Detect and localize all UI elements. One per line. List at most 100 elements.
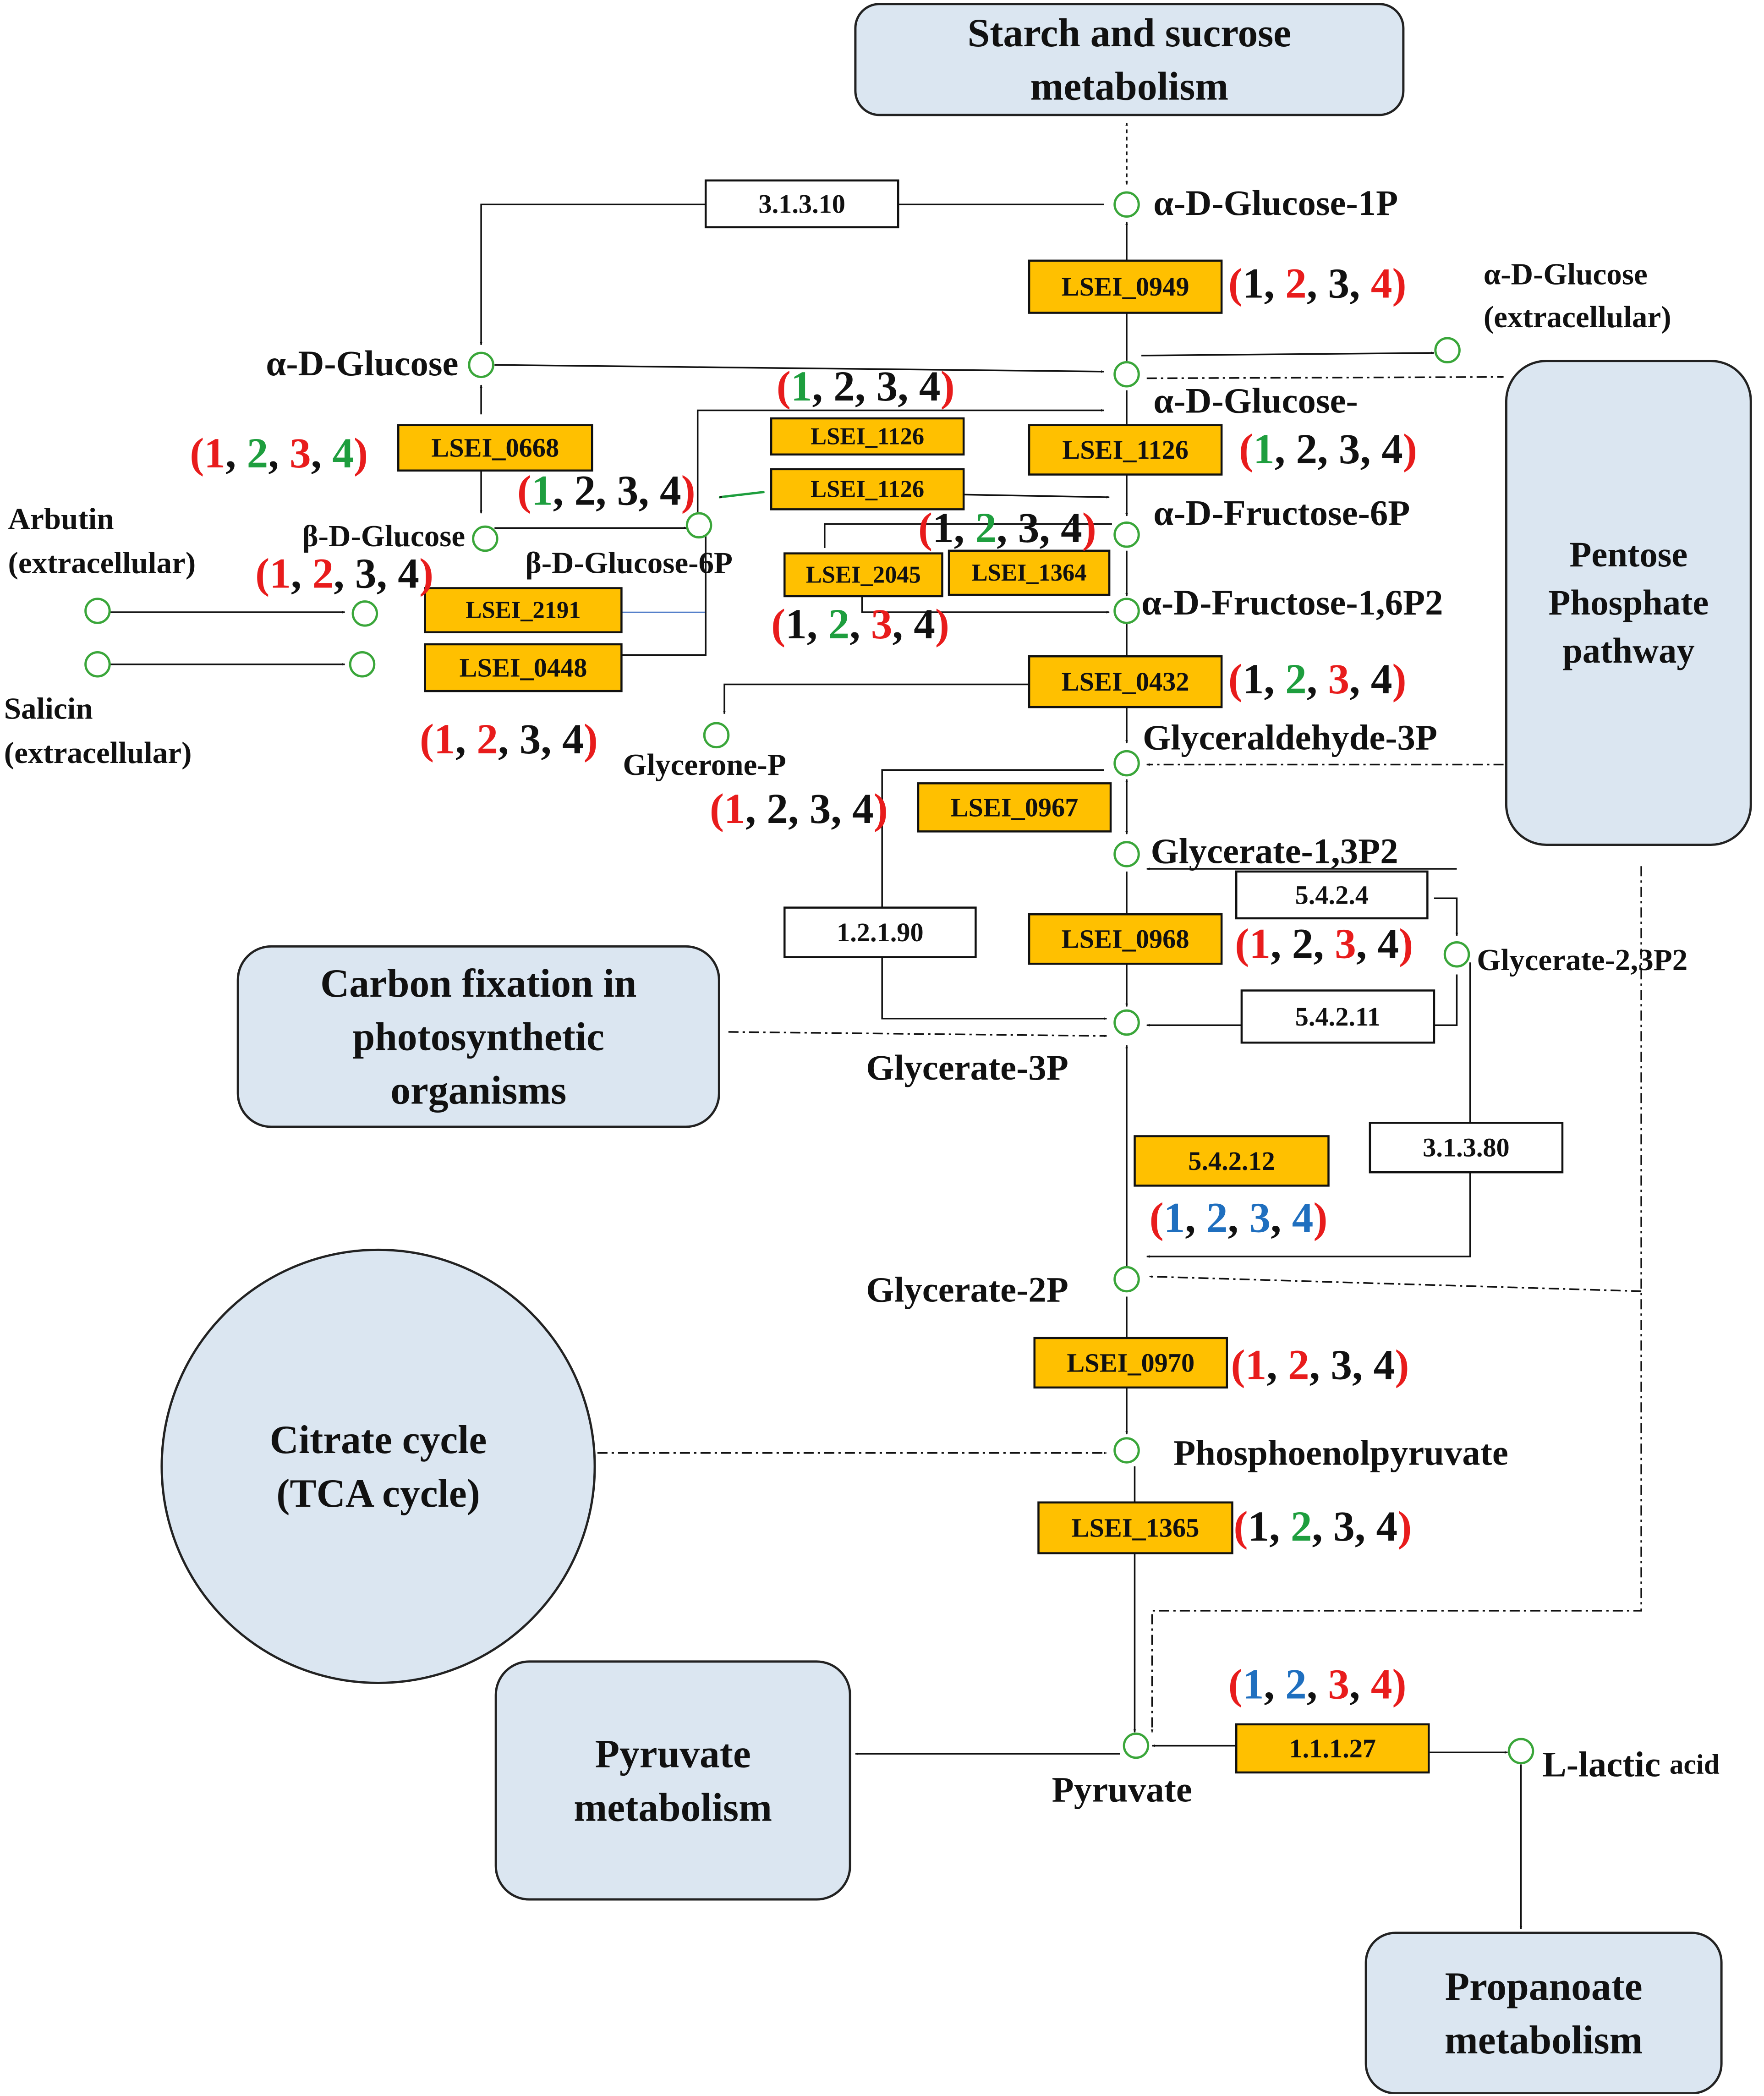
enzyme-box-e0968[interactable]: LSEI_0968 xyxy=(1028,913,1223,965)
annotation-n2191: (1, 2, 3, 4) xyxy=(255,550,433,597)
enzyme-box-e1126a[interactable]: LSEI_1126 xyxy=(770,417,965,456)
annotation-part: ) xyxy=(1313,1194,1327,1241)
metabolite-node-bpg[interactable] xyxy=(1113,841,1140,867)
annotation-part: 1 xyxy=(1249,920,1271,967)
enzyme-box-e0970[interactable]: LSEI_0970 xyxy=(1033,1337,1228,1389)
annotation-part: 2 xyxy=(975,505,997,552)
annotation-part: 1 xyxy=(1243,655,1264,702)
enzyme-rect xyxy=(783,552,943,598)
annotation-part: 2 xyxy=(247,429,268,477)
enzyme-label: LSEI_1364 xyxy=(972,560,1087,586)
metabolite-node-dhap[interactable] xyxy=(703,722,730,749)
pathway-label-line: Propanoate xyxy=(1445,1964,1643,2008)
enzyme-box-e0949[interactable]: LSEI_0949 xyxy=(1028,259,1223,314)
enzyme-label: LSEI_0432 xyxy=(1062,667,1189,697)
annotation-part: 3 xyxy=(1328,260,1350,307)
annotation-part: 4 xyxy=(1371,260,1392,307)
metabolite-label-main: L-lactic xyxy=(1542,1745,1670,1784)
metabolite-node-glc_ext[interactable] xyxy=(1434,337,1461,364)
enzyme-box-e1126c[interactable]: LSEI_1126 xyxy=(1028,424,1223,476)
enzyme-box-e0432[interactable]: LSEI_0432 xyxy=(1028,655,1223,708)
metabolite-label-dhap: Glycerone-P xyxy=(623,747,786,782)
annotation-n1365: (1, 2, 3, 4) xyxy=(1233,1503,1412,1550)
metabolite-node-g2p[interactable] xyxy=(1113,1266,1140,1293)
annotation-part: , xyxy=(1264,260,1285,307)
enzyme-box-e54211[interactable]: 5.4.2.11 xyxy=(1240,989,1435,1044)
metabolite-node-f6p[interactable] xyxy=(1113,521,1140,548)
enzyme-box-e0967[interactable]: LSEI_0967 xyxy=(917,782,1112,833)
edge-12190 xyxy=(881,769,1107,1020)
annotation-part: 3 xyxy=(1328,655,1350,702)
edge-31380 xyxy=(1146,962,1471,1258)
annotation-part: 2 xyxy=(1292,920,1314,967)
annotation-part: 3 xyxy=(1339,426,1360,473)
metabolite-node-salicin[interactable] xyxy=(84,651,111,678)
annotation-part: 3 xyxy=(617,467,639,514)
metabolite-node-g1p[interactable] xyxy=(1113,191,1140,218)
enzyme-rect xyxy=(1028,424,1223,476)
metabolite-label-f6p: α-D-Fructose-6P xyxy=(1153,494,1410,533)
enzyme-box-e31310[interactable]: 3.1.3.10 xyxy=(704,179,899,229)
enzyme-rect xyxy=(783,906,977,958)
enzyme-label: LSEI_1365 xyxy=(1072,1513,1200,1543)
enzyme-box-e5424[interactable]: 5.4.2.4 xyxy=(1235,870,1429,920)
annotation-part: 4 xyxy=(660,467,681,514)
enzyme-box-e54212[interactable]: 5.4.2.12 xyxy=(1134,1135,1330,1187)
metabolite-node-pep[interactable] xyxy=(1113,1437,1140,1464)
annotation-n0432: (1, 2, 3, 4) xyxy=(1228,655,1407,702)
metabolite-node-bg6p[interactable] xyxy=(685,512,712,539)
annotation-part: ( xyxy=(771,601,785,648)
enzyme-box-e1365[interactable]: LSEI_1365 xyxy=(1037,1501,1233,1554)
enzyme-box-e2045[interactable]: LSEI_2045 xyxy=(783,552,943,598)
enzyme-box-e12190[interactable]: 1.2.1.90 xyxy=(783,906,977,958)
metabolite-node-bglc[interactable] xyxy=(472,525,499,552)
metabolite-node-arbutin2[interactable] xyxy=(351,600,378,627)
annotation-part: ( xyxy=(918,505,932,552)
metabolite-node-g23[interactable] xyxy=(1443,941,1470,968)
edge-ag6p-glcext xyxy=(1141,351,1435,357)
enzyme-box-e1364[interactable]: LSEI_1364 xyxy=(948,549,1111,596)
metabolite-node-aglc[interactable] xyxy=(468,351,494,379)
pathway-box-tca[interactable]: Citrate cycle(TCA cycle) xyxy=(160,1248,596,1684)
annotation-part: , xyxy=(377,550,398,597)
enzyme-box-e31380[interactable]: 3.1.3.80 xyxy=(1369,1122,1564,1174)
metabolite-node-pyr[interactable] xyxy=(1123,1732,1150,1759)
annotation-part: 2 xyxy=(833,363,855,410)
annotation-part: , xyxy=(541,716,562,763)
annotation-part: 3 xyxy=(1333,1503,1355,1550)
metabolite-node-lac[interactable] xyxy=(1507,1738,1534,1765)
metabolite-node-g3p[interactable] xyxy=(1113,1009,1140,1036)
annotation-part: , xyxy=(812,363,834,410)
annotation-part: , xyxy=(1355,1503,1376,1550)
pathway-label-line: organisms xyxy=(390,1068,566,1112)
pathway-box-carbon[interactable]: Carbon fixation inphotosyntheticorganism… xyxy=(236,945,720,1128)
edge-aglc-ag6p xyxy=(494,364,1105,373)
edge-0448-bg6p xyxy=(621,529,707,656)
enzyme-box-e1126b[interactable]: LSEI_1126 xyxy=(770,468,965,510)
enzyme-label: LSEI_0668 xyxy=(431,433,559,463)
annotation-part: 1 xyxy=(1164,1194,1185,1241)
metabolite-node-salicin2[interactable] xyxy=(349,651,376,678)
metabolite-node-ag6p[interactable] xyxy=(1113,361,1140,388)
enzyme-rect xyxy=(1369,1122,1564,1174)
enzyme-rect xyxy=(948,549,1111,596)
enzyme-label: 1.1.1.27 xyxy=(1289,1734,1376,1763)
annotation-n_fbp: (1, 2, 3, 4) xyxy=(771,601,949,648)
enzyme-box-e0448[interactable]: LSEI_0448 xyxy=(424,643,623,692)
enzyme-rect xyxy=(770,468,965,510)
metabolite-label-bglc: β-D-Glucose xyxy=(302,519,465,553)
metabolite-node-arbutin[interactable] xyxy=(84,598,111,624)
enzyme-box-e11127[interactable]: 1.1.1.27 xyxy=(1235,1723,1430,1774)
metabolite-node-fbp[interactable] xyxy=(1113,598,1140,624)
annotation-part: ) xyxy=(1395,1341,1409,1388)
enzyme-box-e2191[interactable]: LSEI_2191 xyxy=(424,587,623,633)
metabolite-node-gap[interactable] xyxy=(1113,750,1140,777)
enzyme-rect xyxy=(1235,870,1429,920)
enzyme-box-e0668[interactable]: LSEI_0668 xyxy=(397,424,593,472)
annotation-part: ( xyxy=(255,550,269,597)
annotation-part: , xyxy=(311,429,333,477)
